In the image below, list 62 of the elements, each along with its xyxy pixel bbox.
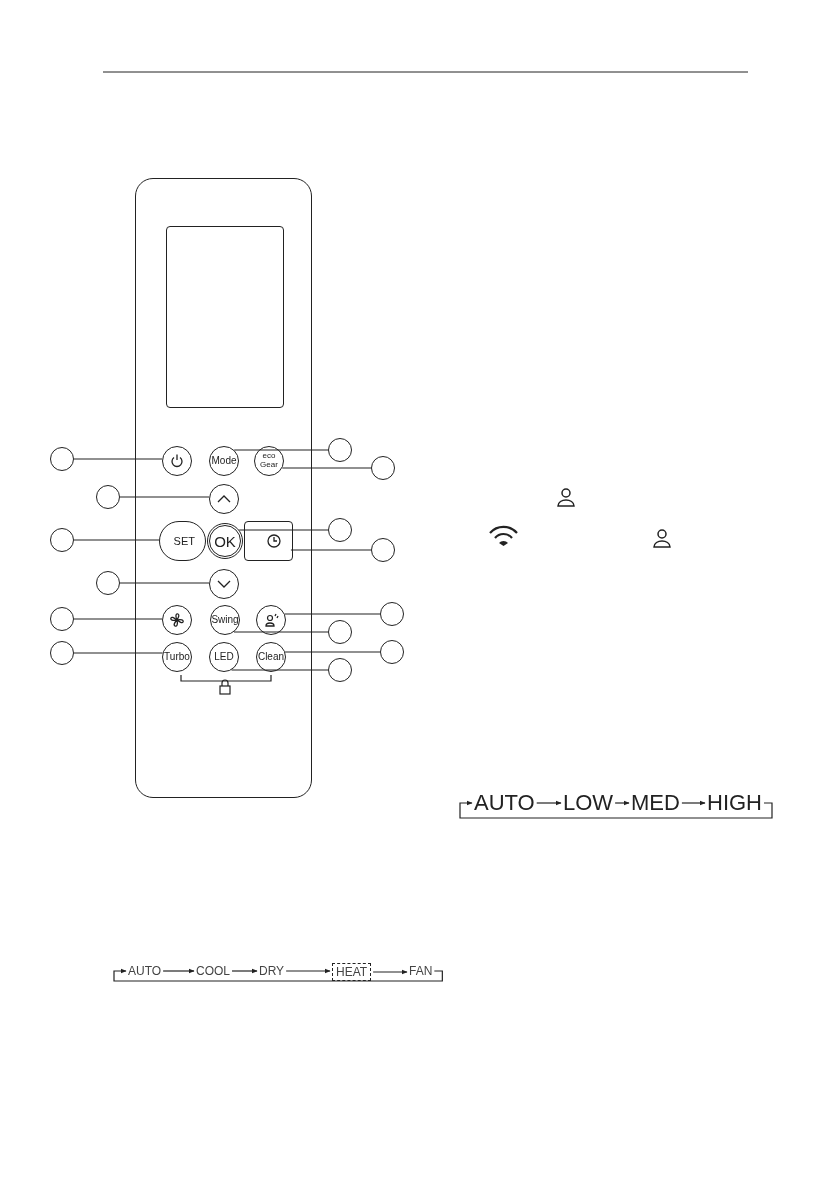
mode-step: DRY <box>259 965 285 977</box>
leader-line <box>238 529 329 531</box>
callout-circle <box>380 640 404 664</box>
leader-line <box>73 458 163 460</box>
arrow <box>162 968 195 974</box>
mode-step: AUTO <box>128 965 162 977</box>
callout-circle <box>50 607 74 631</box>
leader-line <box>233 631 329 633</box>
callout-circle <box>328 518 352 542</box>
led-button: LED <box>209 642 239 672</box>
callout-circle <box>50 641 74 665</box>
mode-step: AUTO <box>474 792 535 814</box>
mode-step: LOW <box>563 792 614 814</box>
loop-arrow <box>459 800 773 819</box>
fan-button <box>162 605 192 635</box>
clean-button: Clean <box>256 642 286 672</box>
callout-circle <box>96 485 120 509</box>
set-button: SET <box>159 521 206 561</box>
up-button <box>209 484 239 514</box>
callout-circle <box>50 447 74 471</box>
callout-circle <box>328 620 352 644</box>
leader-line <box>119 496 210 498</box>
display-screen <box>166 226 284 408</box>
leader-line <box>73 539 160 541</box>
callout-circle <box>371 456 395 480</box>
mode-step: MED <box>631 792 680 814</box>
down-button <box>209 569 239 599</box>
callout-circle <box>371 538 395 562</box>
leader-line <box>230 669 329 671</box>
mode-step: COOL <box>196 965 230 977</box>
leader-line <box>73 618 163 620</box>
mode-step: HIGH <box>707 792 762 814</box>
leader-line <box>281 467 372 469</box>
arrow <box>536 800 562 806</box>
swing-button: Swing <box>210 605 240 635</box>
callout-circle <box>328 658 352 682</box>
leader-line <box>284 651 381 653</box>
turbo-button: Turbo <box>162 642 192 672</box>
mode-step: FAN <box>409 965 433 977</box>
arrow <box>231 968 258 974</box>
leader-line <box>233 449 329 451</box>
ok-button: OK <box>207 523 243 559</box>
callout-circle <box>328 438 352 462</box>
leader-line <box>290 549 372 551</box>
callout-circle <box>380 602 404 626</box>
arrow <box>372 969 408 975</box>
eco-button: eco Gear <box>254 446 284 476</box>
leader-line <box>73 652 164 654</box>
person-button <box>256 605 286 635</box>
leader-line <box>284 613 381 615</box>
arrow <box>285 968 331 974</box>
arrow <box>614 800 630 806</box>
callout-circle <box>50 528 74 552</box>
arrow <box>681 800 706 806</box>
timer-button <box>244 521 293 561</box>
callout-circle <box>96 571 120 595</box>
loop-arrow <box>113 968 443 982</box>
mode-step: HEAT <box>332 963 372 981</box>
remote-body <box>135 178 312 798</box>
mode-button: Mode <box>209 446 239 476</box>
power-button <box>162 446 192 476</box>
leader-line <box>119 582 210 584</box>
